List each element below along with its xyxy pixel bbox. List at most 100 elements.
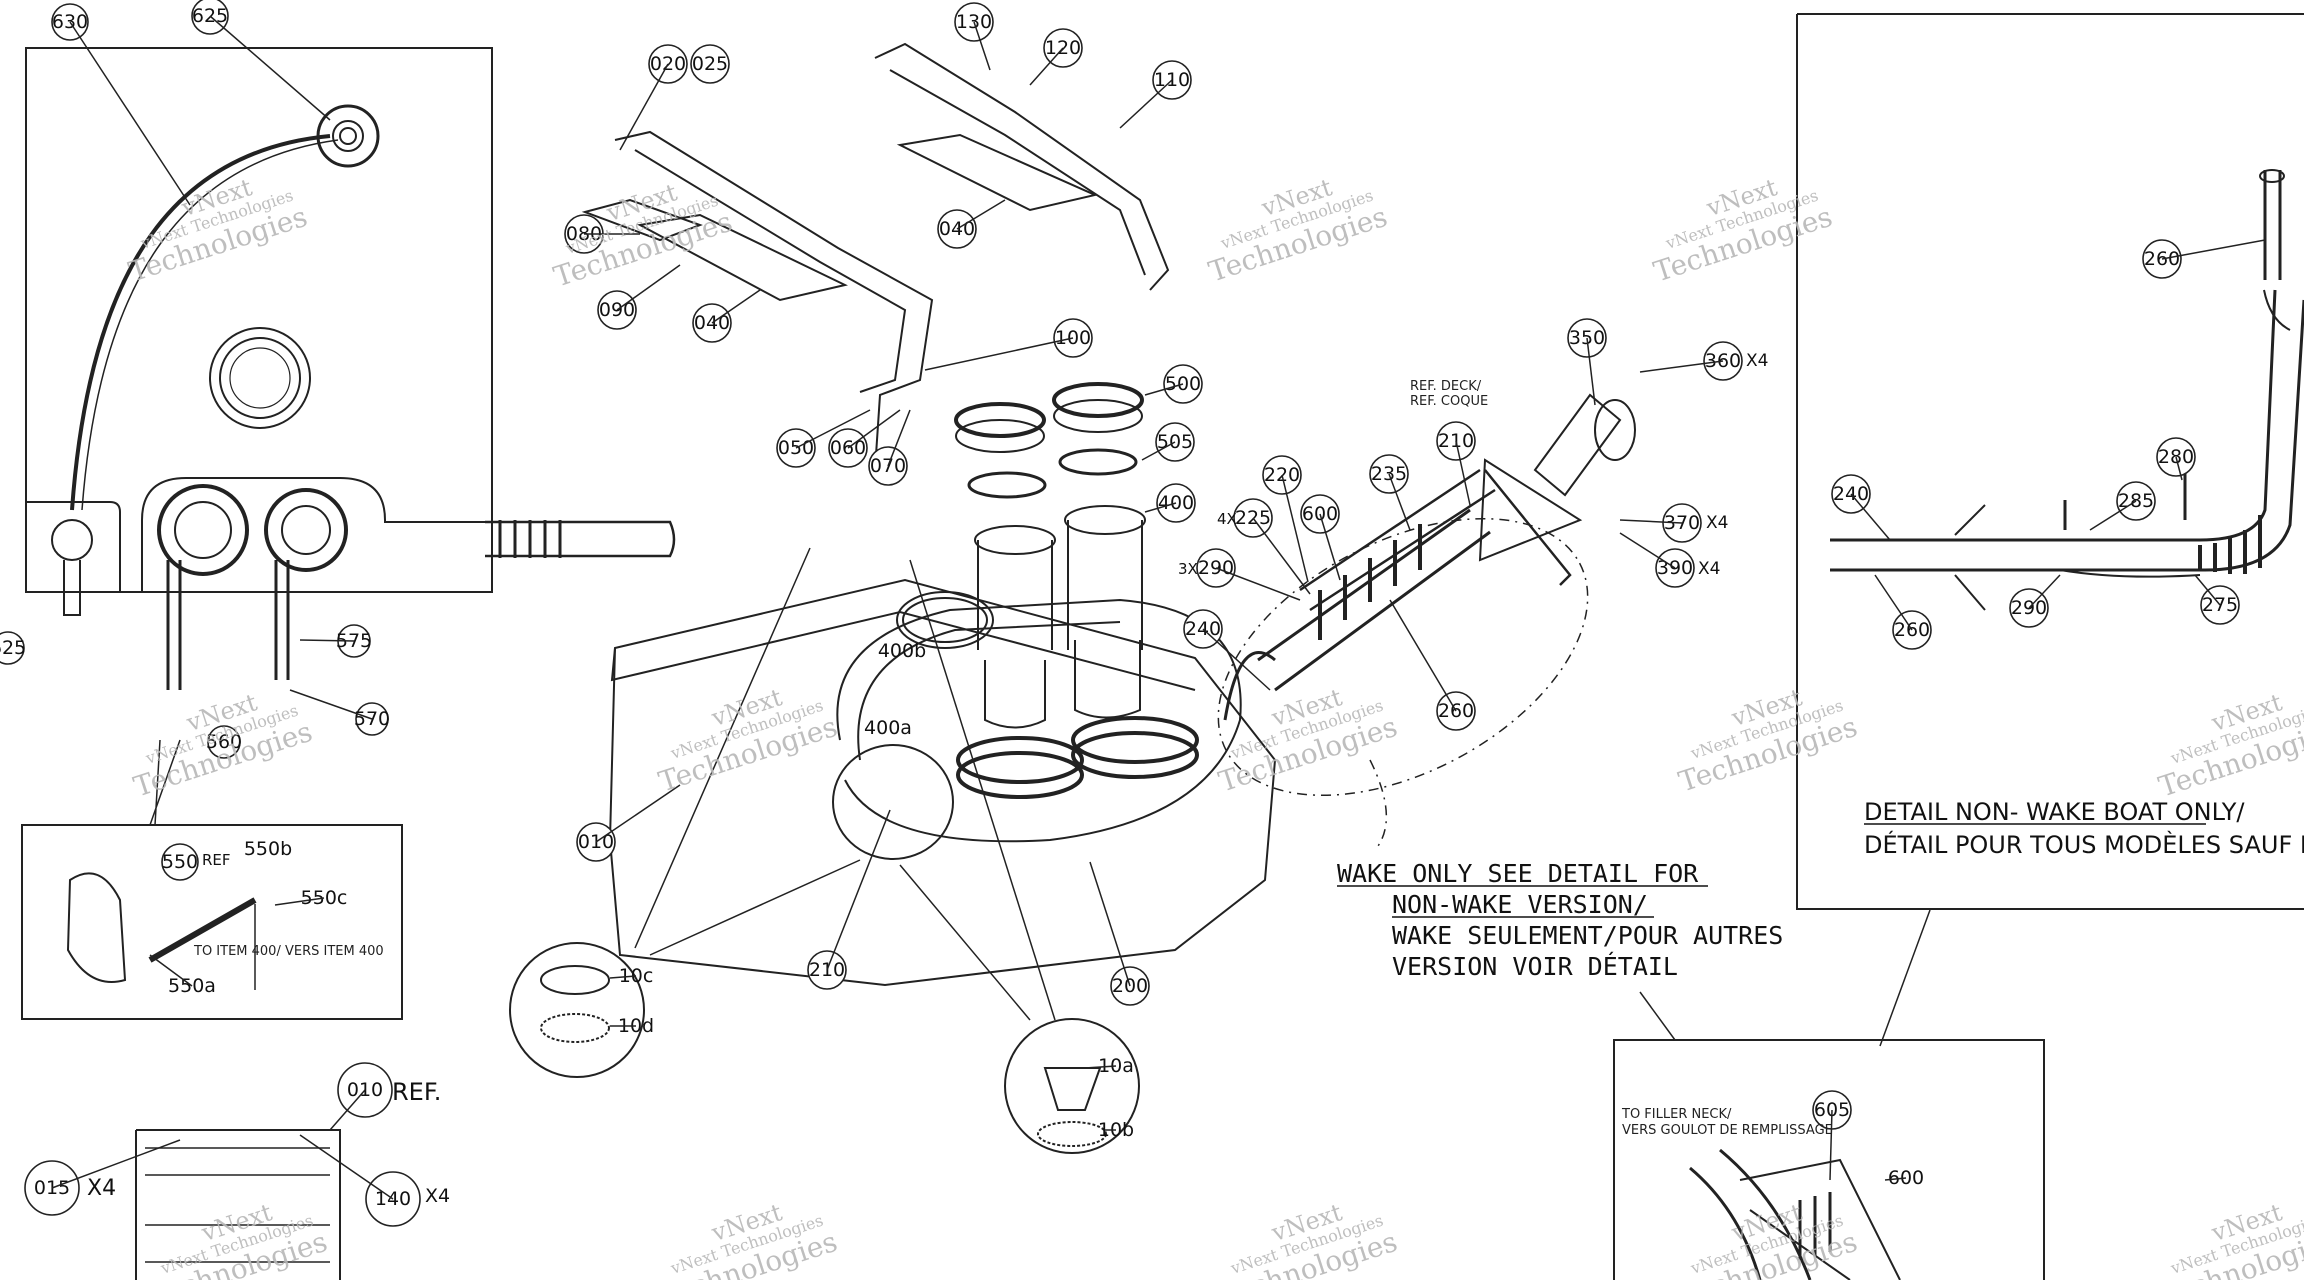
- leader-line-c050: [795, 409, 871, 449]
- leader-line-c550a: [149, 954, 193, 987]
- detail-box-non-wake: [1796, 13, 2304, 1047]
- filler-hose-assembly: [1217, 393, 1636, 851]
- leader-line-c570: [289, 689, 373, 720]
- leader-line-c350: [1586, 337, 1596, 406]
- tank-top-view: [25, 47, 676, 690]
- leader-line-c020: [619, 63, 669, 151]
- leader-line-c130: [973, 21, 991, 71]
- callout-bubble: [161, 843, 199, 881]
- ref-coque-label: REF. COQUE: [1410, 394, 1488, 409]
- leader-line-c290b: [2028, 574, 2061, 609]
- leader-line-c220: [1281, 474, 1309, 583]
- leader-line-c500: [1144, 383, 1184, 396]
- leader-line-c120: [1029, 47, 1064, 86]
- vers-goulot-label: VERS GOULOT DE REMPLISSAGE: [1622, 1123, 1833, 1138]
- leader-line-c010: [595, 784, 681, 843]
- wake-note-line-2: NON-WAKE VERSION/: [1392, 890, 1648, 919]
- qty-label-370: X4: [1706, 513, 1728, 533]
- callout-bubble: [191, 0, 229, 35]
- leader-line-c400: [1144, 502, 1177, 513]
- leader-line-c360: [1639, 360, 1724, 373]
- leader-line-c040a: [711, 289, 761, 324]
- leader-line-c575: [299, 639, 355, 642]
- leader-line-c240b: [1850, 493, 1891, 541]
- leader-line-c10c: [609, 975, 637, 979]
- wake-note: WAKE ONLY SEE DETAIL FOR NON-WAKE VERSIO…: [1337, 859, 1783, 981]
- callout-number: 550: [162, 851, 198, 873]
- qty-label-015: X4: [87, 1176, 116, 1201]
- to-item-400-label: TO ITEM 400/ VERS ITEM 400: [193, 944, 384, 959]
- wake-note-line-4: VERSION VOIR DÉTAIL: [1392, 952, 1678, 981]
- leader-line-c040b: [956, 199, 1006, 230]
- ref-label-010: REF.: [392, 1078, 441, 1106]
- leader-line-c390: [1619, 532, 1676, 569]
- leader-line-c140: [299, 1134, 394, 1200]
- leader-line-c285: [2089, 500, 2137, 531]
- leader-line-c550c: [274, 897, 325, 906]
- leader-line-c200: [1089, 861, 1131, 987]
- leader-line-c210b: [1455, 440, 1471, 506]
- qty-label-360: X4: [1746, 351, 1768, 371]
- ref-label-550: REF: [202, 851, 231, 869]
- leader-line-c015: [51, 1139, 181, 1189]
- callout-c625a: 625: [191, 0, 229, 35]
- callout-bubble: [0, 631, 25, 665]
- qty-label-290: 3X: [1178, 560, 1198, 578]
- callout-c550: 550: [161, 843, 199, 881]
- leader-line-c225: [1252, 517, 1311, 595]
- wake-note-line-1: WAKE ONLY SEE DETAIL FOR: [1337, 859, 1699, 888]
- leader-line-c290a: [1215, 567, 1301, 601]
- fuel-pumps: [954, 382, 1199, 799]
- leader-line-c090: [616, 264, 681, 311]
- leader-line-c625a: [209, 15, 331, 121]
- leader-line-c600a: [1319, 513, 1341, 581]
- detail-circles: [509, 547, 1140, 1154]
- callout-c400a: 400a: [864, 717, 912, 739]
- detail-box-filler-neck: [1613, 991, 2045, 1280]
- qualifier-labels: REF REF. X4 X4 X4 X4 X4 4X 3X TO ITEM 40…: [87, 351, 1833, 1207]
- callout-number: 560: [206, 731, 242, 753]
- qty-label-140: X4: [425, 1185, 450, 1207]
- callout-number: 400b: [878, 640, 926, 662]
- to-filler-neck-label: TO FILLER NECK/: [1621, 1107, 1732, 1122]
- callout-c400b: 400b: [878, 640, 926, 662]
- wake-note-line-3: WAKE SEULEMENT/POUR AUTRES: [1392, 921, 1783, 950]
- detail-caption-line-1: DETAIL NON- WAKE BOAT ONLY/: [1864, 798, 2245, 826]
- leader-layer: [51, 15, 2266, 1200]
- leader-line-c010ref: [329, 1089, 366, 1131]
- leader-line-c070: [887, 409, 911, 467]
- leader-line-c260a: [1389, 599, 1457, 712]
- leader-line-c260b: [2161, 239, 2266, 260]
- leader-line-c110: [1119, 79, 1173, 129]
- qty-label-225: 4X: [1217, 510, 1237, 528]
- leader-line-c505: [1141, 441, 1176, 461]
- bracket-assembly: [581, 42, 1170, 471]
- leader-line-c235: [1388, 473, 1411, 531]
- leader-line-c280: [2175, 456, 2183, 481]
- callout-c625b: 625: [0, 631, 26, 665]
- leader-line-c370: [1619, 519, 1683, 524]
- callout-c550b: 550b: [244, 838, 292, 860]
- callout-layer: 6306256250200250800900400401301201101000…: [0, 0, 2240, 1227]
- detail-caption-line-2: DÉTAIL POUR TOUS MODÈLES SAUF BÂTEAU WAK…: [1864, 830, 2304, 859]
- callout-bubble: [207, 725, 241, 759]
- detail-caption: DETAIL NON- WAKE BOAT ONLY/ DÉTAIL POUR …: [1864, 798, 2304, 859]
- detail-box-550: [21, 739, 403, 1020]
- callout-number: 400a: [864, 717, 912, 739]
- leader-line-c10a: [1084, 1065, 1117, 1069]
- leader-line-c210a: [826, 809, 891, 971]
- callout-number: 025: [692, 53, 728, 75]
- leader-line-c260c: [1874, 574, 1913, 631]
